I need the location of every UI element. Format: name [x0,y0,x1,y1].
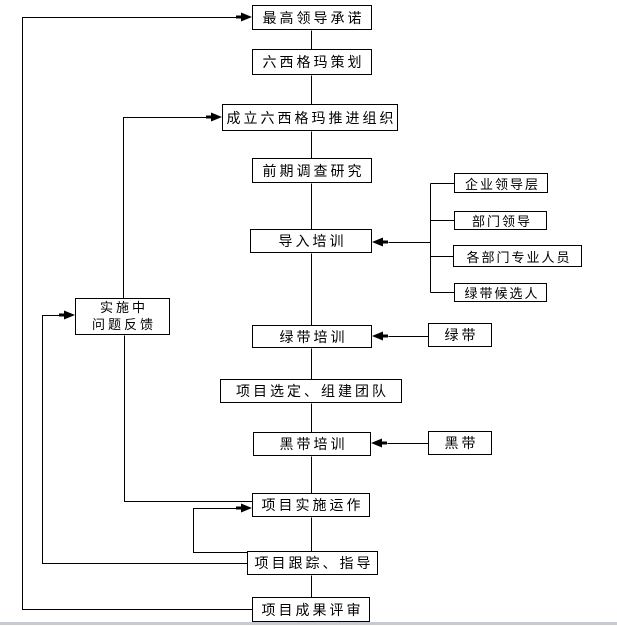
node-green-belt-training: 绿带培训 [252,325,372,348]
node-department-leaders: 部门领导 [454,211,547,230]
edge-feedback-impl [124,335,253,502]
arrowhead-into-feedback [59,310,75,320]
node-project-implementation: 项目实施运作 [252,493,370,517]
arrowhead-into-implementation [236,503,252,513]
feedback-line-1: 实施中 [99,300,148,316]
node-establish-promotion-org: 成立六西格玛推进组织 [222,104,398,131]
node-green-belt-candidates: 绿带候选人 [454,283,547,302]
node-preliminary-survey: 前期调查研究 [252,158,372,183]
arrowhead-into-commitment [236,12,252,22]
node-six-sigma-planning: 六西格玛策划 [252,49,372,75]
bottom-divider-line [0,622,617,625]
node-implementation-problem-feedback: 实施中 问题反馈 [75,298,170,335]
node-intro-training: 导入培训 [250,229,372,253]
node-green-belt: 绿带 [428,323,492,347]
node-top-leadership-commitment: 最高领导承诺 [252,5,372,30]
arrowhead-into-black-training [371,438,387,448]
arrowhead-into-org [206,112,222,122]
feedback-line-2: 问题反馈 [91,317,156,333]
arrowhead-into-intro-training [372,237,388,247]
edge-feedback-org [123,117,207,299]
edge-tracking-feedback [42,315,248,564]
node-black-belt-training: 黑带培训 [253,432,371,456]
edge-tracking-impl [193,508,248,553]
node-project-tracking-guidance: 项目跟踪、指导 [247,551,378,575]
node-department-specialists: 各部门专业人员 [453,245,582,267]
node-project-selection-team-building: 项目选定、组建团队 [220,379,402,403]
arrowhead-into-green-training [372,331,388,341]
node-project-results-review: 项目成果评审 [252,597,370,622]
edge-review-commitment [22,17,253,610]
node-enterprise-leadership: 企业领导层 [454,173,548,193]
node-black-belt: 黑带 [428,431,492,455]
